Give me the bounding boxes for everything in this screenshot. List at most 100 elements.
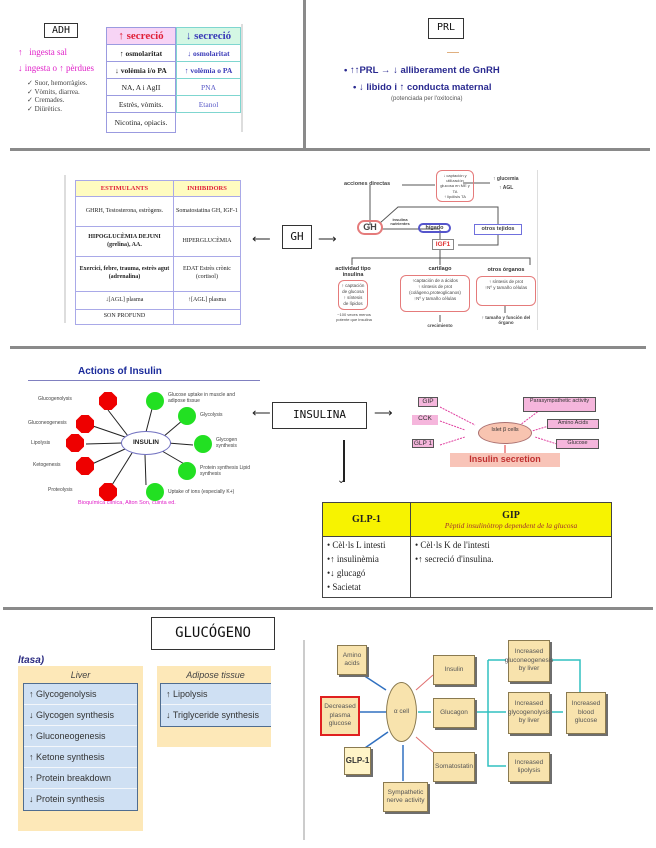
- glucagon-title: GLUCÓGENO: [151, 617, 275, 650]
- secretion-input: GLP 1: [412, 439, 434, 448]
- glucagon-diagram: Amino acids Decreased plasma glucose GLP…: [318, 640, 628, 840]
- insulin-arrow-right-icon: ⟶: [374, 405, 393, 420]
- insulin-actions-rule: [28, 380, 260, 381]
- adh-increase-row: NA, A i AgII: [106, 78, 176, 96]
- cut-heading: ltasa): [18, 655, 45, 666]
- gh-branch-title: otros órganos: [487, 267, 525, 273]
- gh-diagram-border: [537, 170, 538, 330]
- adh-increase-row: ↓ volèmia i/o PA: [106, 61, 176, 79]
- inhibit-stop-icon: [76, 457, 94, 475]
- adh-increase-row: ↑ osmolaritat: [106, 44, 176, 62]
- insulin-box: Insulin: [433, 655, 475, 685]
- secretion-input: Amino Acids: [547, 419, 599, 429]
- amino-acids-box: Amino acids: [337, 645, 367, 675]
- gh-insulin-note: insulina nutrientes: [390, 217, 410, 227]
- adh-decrease-row: PNA: [176, 78, 241, 96]
- adipose-item: ↓ Triglyceride synthesis: [161, 705, 271, 726]
- gh-node: GH: [357, 220, 383, 235]
- liver-panel: Liver ↑ Glycogenolysis ↓ Glycogen synthe…: [18, 666, 143, 831]
- adh-increase-row: Nicotina, opiacis.: [106, 112, 176, 133]
- gh-branch-note: ↑ tamaño y función del órgano: [481, 315, 531, 325]
- glycogenolysis-box: Increased glycogenolysis by liver: [508, 692, 550, 734]
- secretion-input: Glucose: [556, 439, 599, 449]
- stimulate-label: Protein synthesis Lipid synthesis: [200, 465, 251, 477]
- adh-table-shadow: [241, 24, 243, 132]
- islet-cells-node: Islet β cells: [478, 422, 532, 444]
- lipolysis-box: Increased lipolysis: [508, 752, 550, 782]
- prl-bullet-1: • ↑↑PRL → ↓ alliberament de GnRH: [344, 65, 500, 76]
- gh-cell: GHRH, Testosterona, estrògens.: [75, 196, 174, 227]
- inhibit-stop-icon: [76, 415, 94, 433]
- inhibit-label: Lipolysis: [31, 440, 51, 446]
- incretin-table: GLP-1 GIP Pèptid insulinòtrop dependent …: [322, 502, 612, 598]
- gh-branch-note: ~100 veces menos potente que insulina: [336, 312, 372, 322]
- gh-cell: SON PROFUND: [75, 309, 174, 325]
- inhibit-label: Ketogenesis: [33, 462, 61, 468]
- gh-arrow-right-icon: ⟶: [318, 231, 337, 246]
- inhibit-stop-icon: [99, 392, 117, 410]
- gh-branch-box: ↑ captación de glucosa ↑ síntesis de líp…: [338, 280, 368, 310]
- gh-cell: [172, 309, 242, 325]
- gh-igf1-node: IGF1: [432, 239, 454, 250]
- liver-item: ↓ Glycogen synthesis: [24, 705, 137, 726]
- prl-tick: [447, 52, 459, 53]
- adh-causes: ✓ Suor, hemorràgies.✓ Vòmits, diarrea.✓ …: [27, 79, 88, 113]
- inhibit-stop-icon: [66, 434, 84, 452]
- divider-3: [3, 607, 653, 610]
- divider-1: [10, 148, 650, 151]
- glucagon-box: Glucagon: [433, 698, 475, 728]
- adh-decrease-row: Etanol: [176, 95, 241, 113]
- blood-glucose-box: Increased blood glucose: [566, 692, 606, 734]
- liver-item: ↑ Glycogenolysis: [24, 684, 137, 705]
- gh-cell: HIPOGLUCÈMIA DEJUNI (grelina), AA.: [75, 226, 174, 257]
- adipose-list: ↑ Lipolysis ↓ Triglyceride synthesis: [160, 683, 271, 727]
- secretion-input: Parasympathetic activity: [523, 397, 596, 412]
- insulin-actions-title: Actions of Insulin: [78, 366, 162, 377]
- glp1-items: • Cèl·ls L intesti •↑ insulinèmia •↓ glu…: [327, 540, 386, 592]
- insulin-actions-figure: Actions of Insulin INSULIN: [28, 365, 260, 507]
- adipose-title: Adipose tissue: [186, 670, 245, 680]
- glp1-box: GLP-1: [344, 747, 371, 775]
- inhibit-label: Proteolysis: [48, 487, 73, 493]
- gh-other-tissues: otros tejidos: [474, 224, 522, 235]
- inhibit-label: Gluconeogenesis: [28, 420, 67, 426]
- gh-direct-out: ↑ glucemia↑ AGL: [493, 176, 519, 191]
- inhibit-label: Glucogenolysis: [38, 396, 72, 402]
- stimulate-label: Glucose uptake in muscle and adipose tis…: [168, 392, 235, 404]
- gh-title: GH: [282, 225, 312, 249]
- stimulate-go-icon: [146, 392, 164, 410]
- adh-left-2: ↓ ingesta o ↑ pèrdues: [18, 63, 94, 73]
- adh-decrease-row: ↓ osmolaritat: [176, 44, 241, 62]
- alpha-cell-node: α cell: [386, 682, 417, 742]
- somatostatin-box: Somatostatin: [433, 752, 475, 782]
- gh-diagram: GH acciones directas ↓ captación y utili…: [335, 165, 540, 335]
- inhibit-stop-icon: [99, 483, 117, 501]
- stimulate-go-icon: [178, 462, 196, 480]
- adh-decrease-header: ↓ secreció: [176, 27, 241, 45]
- stimulate-go-icon: [194, 435, 212, 453]
- gh-direct-actions: acciones directas: [344, 181, 391, 187]
- liver-item: ↓ Protein synthesis: [24, 789, 137, 810]
- prl-title: PRL: [428, 18, 464, 39]
- stimulate-label: Glycolysis: [200, 412, 223, 418]
- adh-decrease-row: ↑ volèmia o PA: [176, 61, 241, 79]
- adh-left-1: ↑ ingesta sal: [18, 47, 67, 57]
- glucagon-arrows: [359, 659, 581, 781]
- gh-branch-note: crecimiento: [427, 323, 453, 328]
- adh-increase-header: ↑ secreció: [106, 27, 176, 45]
- gh-direct-box: ↓ captación y utilización glucosa en ME …: [436, 170, 474, 202]
- adh-title: ADH: [44, 23, 78, 38]
- sympathetic-box: Sympathetic nerve activity: [383, 782, 428, 812]
- insulin-secretion-output: Insulin secretion: [450, 453, 560, 467]
- gh-branch-title: actividad tipo insulina: [335, 266, 371, 279]
- insulin-title: INSULINA: [272, 402, 367, 429]
- insulin-arrow-left-icon: ⟵: [252, 405, 271, 420]
- gh-header-inhibitors: INHIBIDORS: [172, 180, 242, 197]
- liver-list: ↑ Glycogenolysis ↓ Glycogen synthesis ↑ …: [23, 683, 138, 811]
- gh-cell: HIPERGLUCÈMIA: [172, 226, 242, 257]
- gh-cell: Exercici, febre, trauma, estrès agut (ad…: [75, 256, 174, 292]
- secretion-input: GIP: [418, 397, 438, 407]
- divider-vertical-bottom: [303, 640, 305, 840]
- gip-header: GIP Pèptid insulinòtrop dependent de la …: [410, 502, 612, 537]
